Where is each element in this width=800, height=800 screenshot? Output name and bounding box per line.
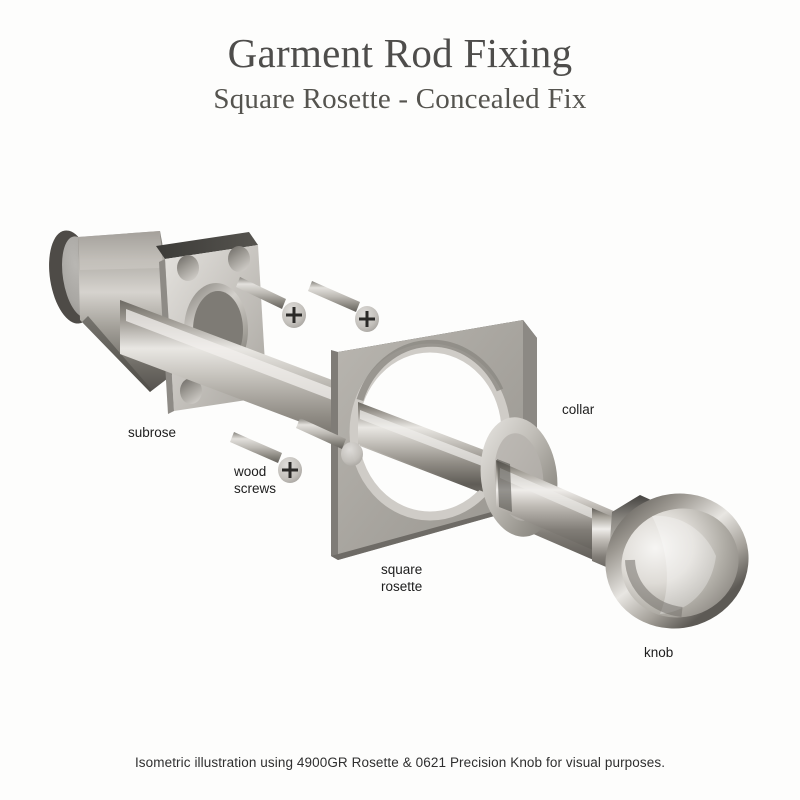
knob-face-specular [652,515,716,614]
collar-seam [497,459,512,512]
rosette-left-edge [331,350,338,560]
screw-head [341,442,363,466]
screw-shank [308,281,360,312]
part-knob [592,493,749,629]
label-subrose: subrose [128,425,177,440]
knob-face [621,508,739,618]
phillips-cross-icon [359,311,375,327]
label-square-rosette: square rosette [381,562,423,594]
rod-in-rosette-highlight [360,410,503,474]
footer-caption: Isometric illustration using 4900GR Rose… [134,755,666,770]
subrose-plate-top-edge [156,232,258,259]
wood-screw-2 [236,277,306,328]
phillips-cross-icon [286,307,302,323]
boss-highlight [78,231,163,270]
page-title: Garment Rod Fixing [227,30,573,76]
part-wood-screws [230,277,379,483]
screw-shank [236,277,286,309]
part-collar [480,417,616,560]
wood-screw-1 [308,281,379,332]
rod-over-collar-highlight [500,468,614,528]
subrose-hole-top-right [228,246,250,272]
page-subtitle: Square Rosette - Concealed Fix [213,83,587,115]
part-square-rosette [331,320,537,560]
label-wood-screws: wood screws [234,464,277,496]
screw-shank [296,418,346,449]
phillips-cross-icon [282,462,298,478]
wood-screw-3 [230,432,302,483]
boss-shadow [82,316,152,392]
knob-face-shadow [625,559,683,617]
subrose-hole-top-left [177,255,199,281]
rosette-bottom-edge [331,505,523,560]
label-knob: knob [644,645,674,660]
subrose-hole-bottom-left [180,378,202,404]
screw-shank [230,432,282,463]
wood-screw-4 [296,418,363,466]
label-collar: collar [562,402,595,417]
rosette-bore-shade [356,339,504,402]
